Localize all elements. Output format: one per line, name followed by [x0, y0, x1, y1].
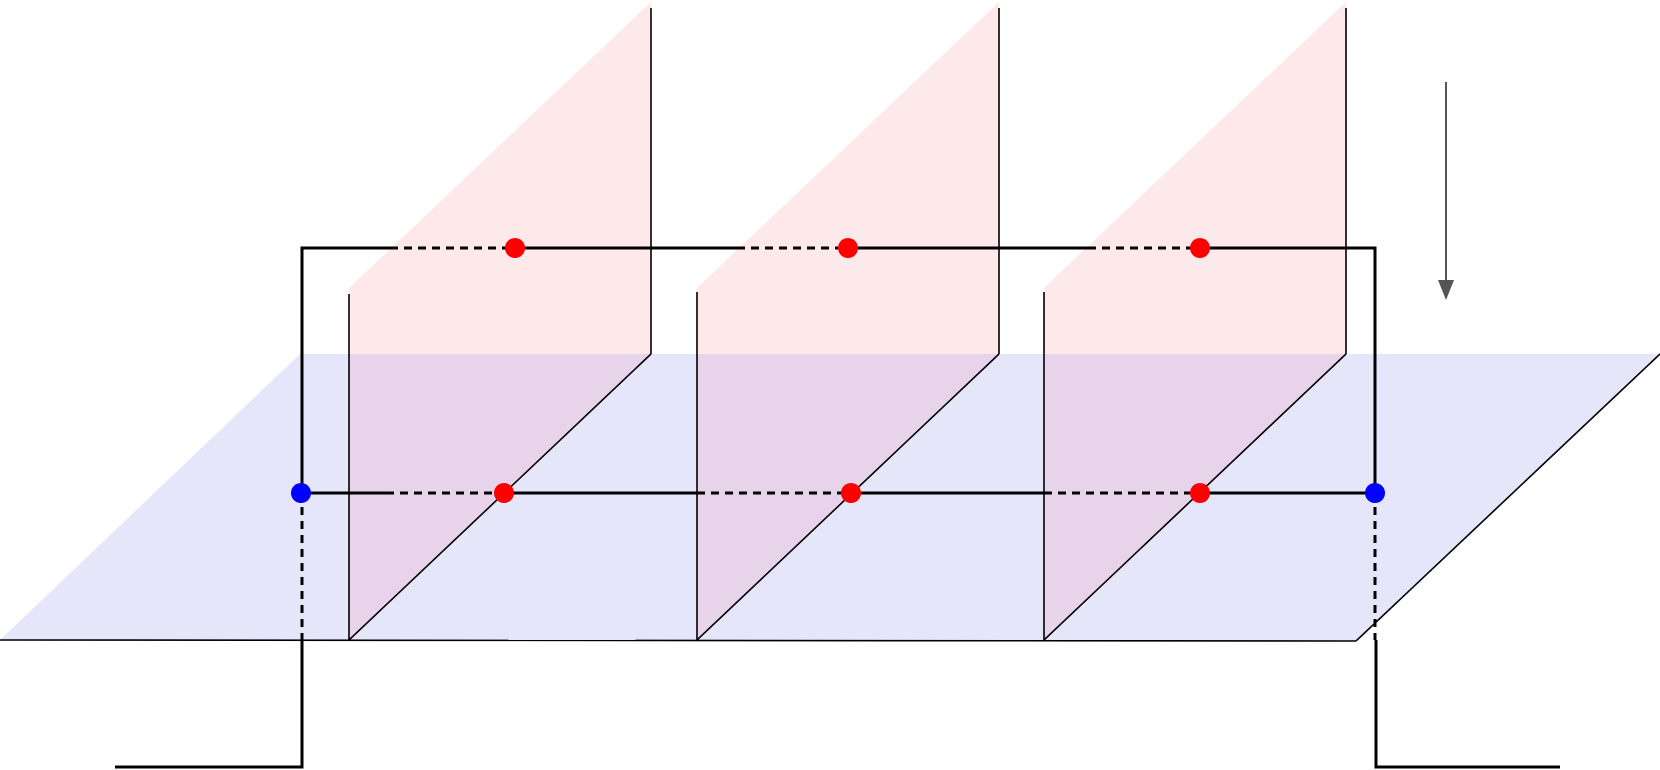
- loop-hidden: [300, 246, 1377, 640]
- blue-point-left: [291, 483, 311, 503]
- right-lead-wire: [1374, 640, 1560, 769]
- upper-loop-right-part: [1200, 246, 1377, 493]
- left-lead-wire: [115, 640, 304, 769]
- intersection-points: [494, 238, 1210, 503]
- upper-loop-left-part: [300, 246, 390, 493]
- upper-red-point-1: [505, 238, 525, 258]
- upper-red-point-3: [1190, 238, 1210, 258]
- down-arrow-icon: [1438, 82, 1454, 300]
- upper-red-point-2: [838, 238, 858, 258]
- lower-red-point-3: [1190, 483, 1210, 503]
- lower-red-point-2: [841, 483, 861, 503]
- blue-point-right: [1365, 483, 1385, 503]
- lower-red-point-1: [494, 483, 514, 503]
- endpoints: [291, 483, 1385, 503]
